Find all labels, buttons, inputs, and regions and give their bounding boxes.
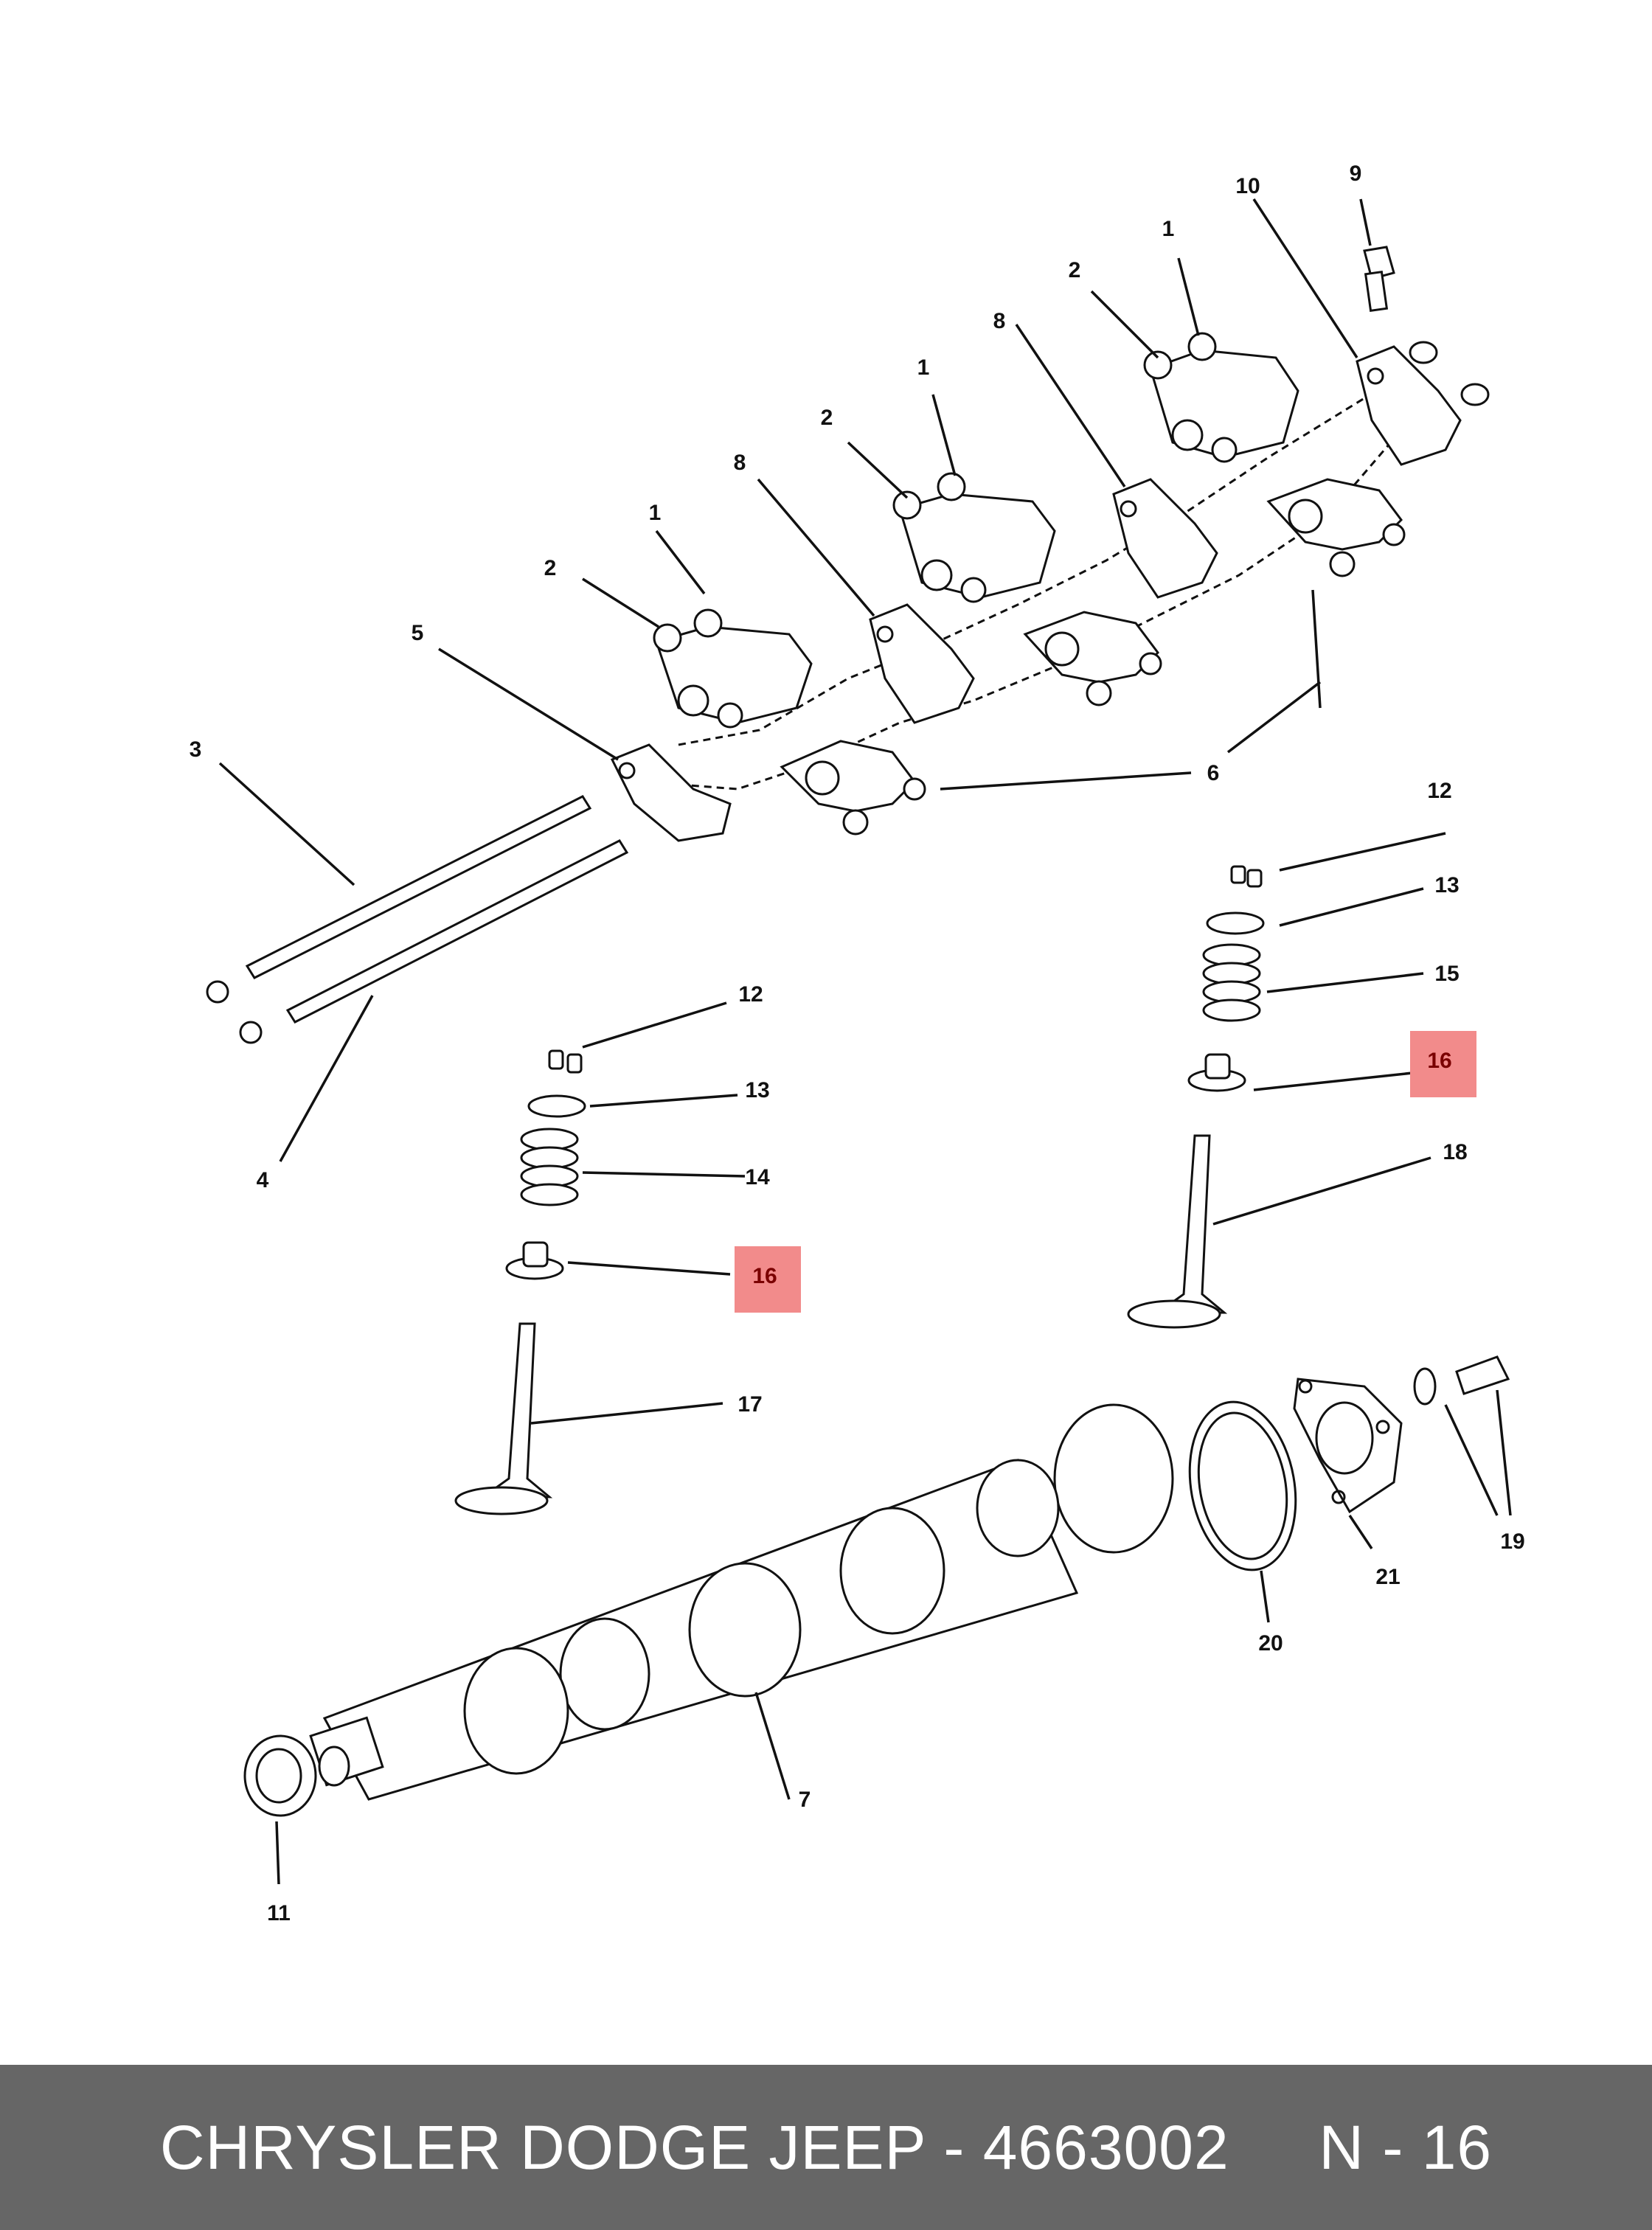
callout-13: 13 <box>745 1078 769 1102</box>
valve-18 <box>1154 1134 1228 1314</box>
callout-8: 8 <box>734 451 746 475</box>
footer-bar: CHRYSLER DODGE JEEP - 4663002 N - 16 <box>0 2065 1652 2230</box>
footer-part-label: CHRYSLER DODGE JEEP - 4663002 N - 16 <box>159 2112 1493 2182</box>
valve-spring-14 <box>520 1128 579 1206</box>
callout-11: 11 <box>267 1901 291 1925</box>
rocker-arm-6c <box>1266 478 1406 577</box>
pedestal-5 <box>610 743 732 842</box>
rocker-arm-group-1 <box>653 608 813 729</box>
callout-1: 1 <box>1162 217 1175 241</box>
bolt-9 <box>1363 246 1395 312</box>
rocker-arm-group-2 <box>892 472 1056 603</box>
highlight-box-16-left <box>735 1246 801 1313</box>
pedestal-8b <box>1112 478 1218 599</box>
callout-19: 19 <box>1500 1529 1524 1554</box>
bolt-washer-19 <box>1413 1355 1510 1406</box>
exploded-parts-diagram: 1 2 1 2 1 2 8 8 10 9 5 3 4 6 12 13 15 16… <box>190 161 1525 1925</box>
callout-20: 20 <box>1258 1631 1283 1656</box>
o-ring-20 <box>1188 1400 1297 1571</box>
pedestal-8a <box>869 603 975 724</box>
rocker-arm-6b <box>1023 611 1162 706</box>
callout-4: 4 <box>257 1168 269 1192</box>
callout-21: 21 <box>1375 1565 1400 1589</box>
callout-17: 17 <box>738 1392 762 1417</box>
valve-group-left <box>454 1049 586 1515</box>
callout-7: 7 <box>799 1788 811 1812</box>
callout-3: 3 <box>190 737 202 762</box>
callout-5: 5 <box>412 621 424 645</box>
rocker-arm-group-3 <box>1143 332 1299 463</box>
callout-13: 13 <box>1434 873 1459 897</box>
callout-2: 2 <box>821 406 833 430</box>
valve-spring-15 <box>1202 943 1261 1022</box>
valve-17 <box>479 1322 553 1498</box>
callout-1: 1 <box>917 355 930 380</box>
callout-2: 2 <box>544 556 557 580</box>
rocker-arm-6a <box>780 740 926 836</box>
callout-16: 16 <box>1427 1049 1451 1073</box>
seal-11 <box>243 1734 317 1817</box>
callout-12: 12 <box>738 982 763 1007</box>
callout-1: 1 <box>649 501 662 525</box>
camshaft-7 <box>309 1403 1174 1801</box>
pedestal-10 <box>1356 345 1462 466</box>
callout-16: 16 <box>752 1264 777 1288</box>
callout-12: 12 <box>1427 779 1451 803</box>
callout-10: 10 <box>1235 174 1260 198</box>
callout-9: 9 <box>1350 161 1362 186</box>
valve-group-right <box>1127 865 1265 1329</box>
callout-6: 6 <box>1207 761 1220 785</box>
callout-15: 15 <box>1434 962 1459 986</box>
callout-2: 2 <box>1069 258 1081 282</box>
pushrods <box>206 795 629 1044</box>
gasket-21 <box>1293 1378 1403 1514</box>
callout-8: 8 <box>993 309 1006 333</box>
highlight-box-16-right <box>1410 1031 1476 1097</box>
callout-18: 18 <box>1443 1140 1467 1164</box>
leader-lines <box>218 198 1512 1885</box>
callout-14: 14 <box>745 1165 770 1189</box>
rocker-assembly <box>610 332 1490 842</box>
callout-labels: 1 2 1 2 1 2 8 8 10 9 5 3 4 6 12 13 15 16… <box>190 161 1525 1925</box>
